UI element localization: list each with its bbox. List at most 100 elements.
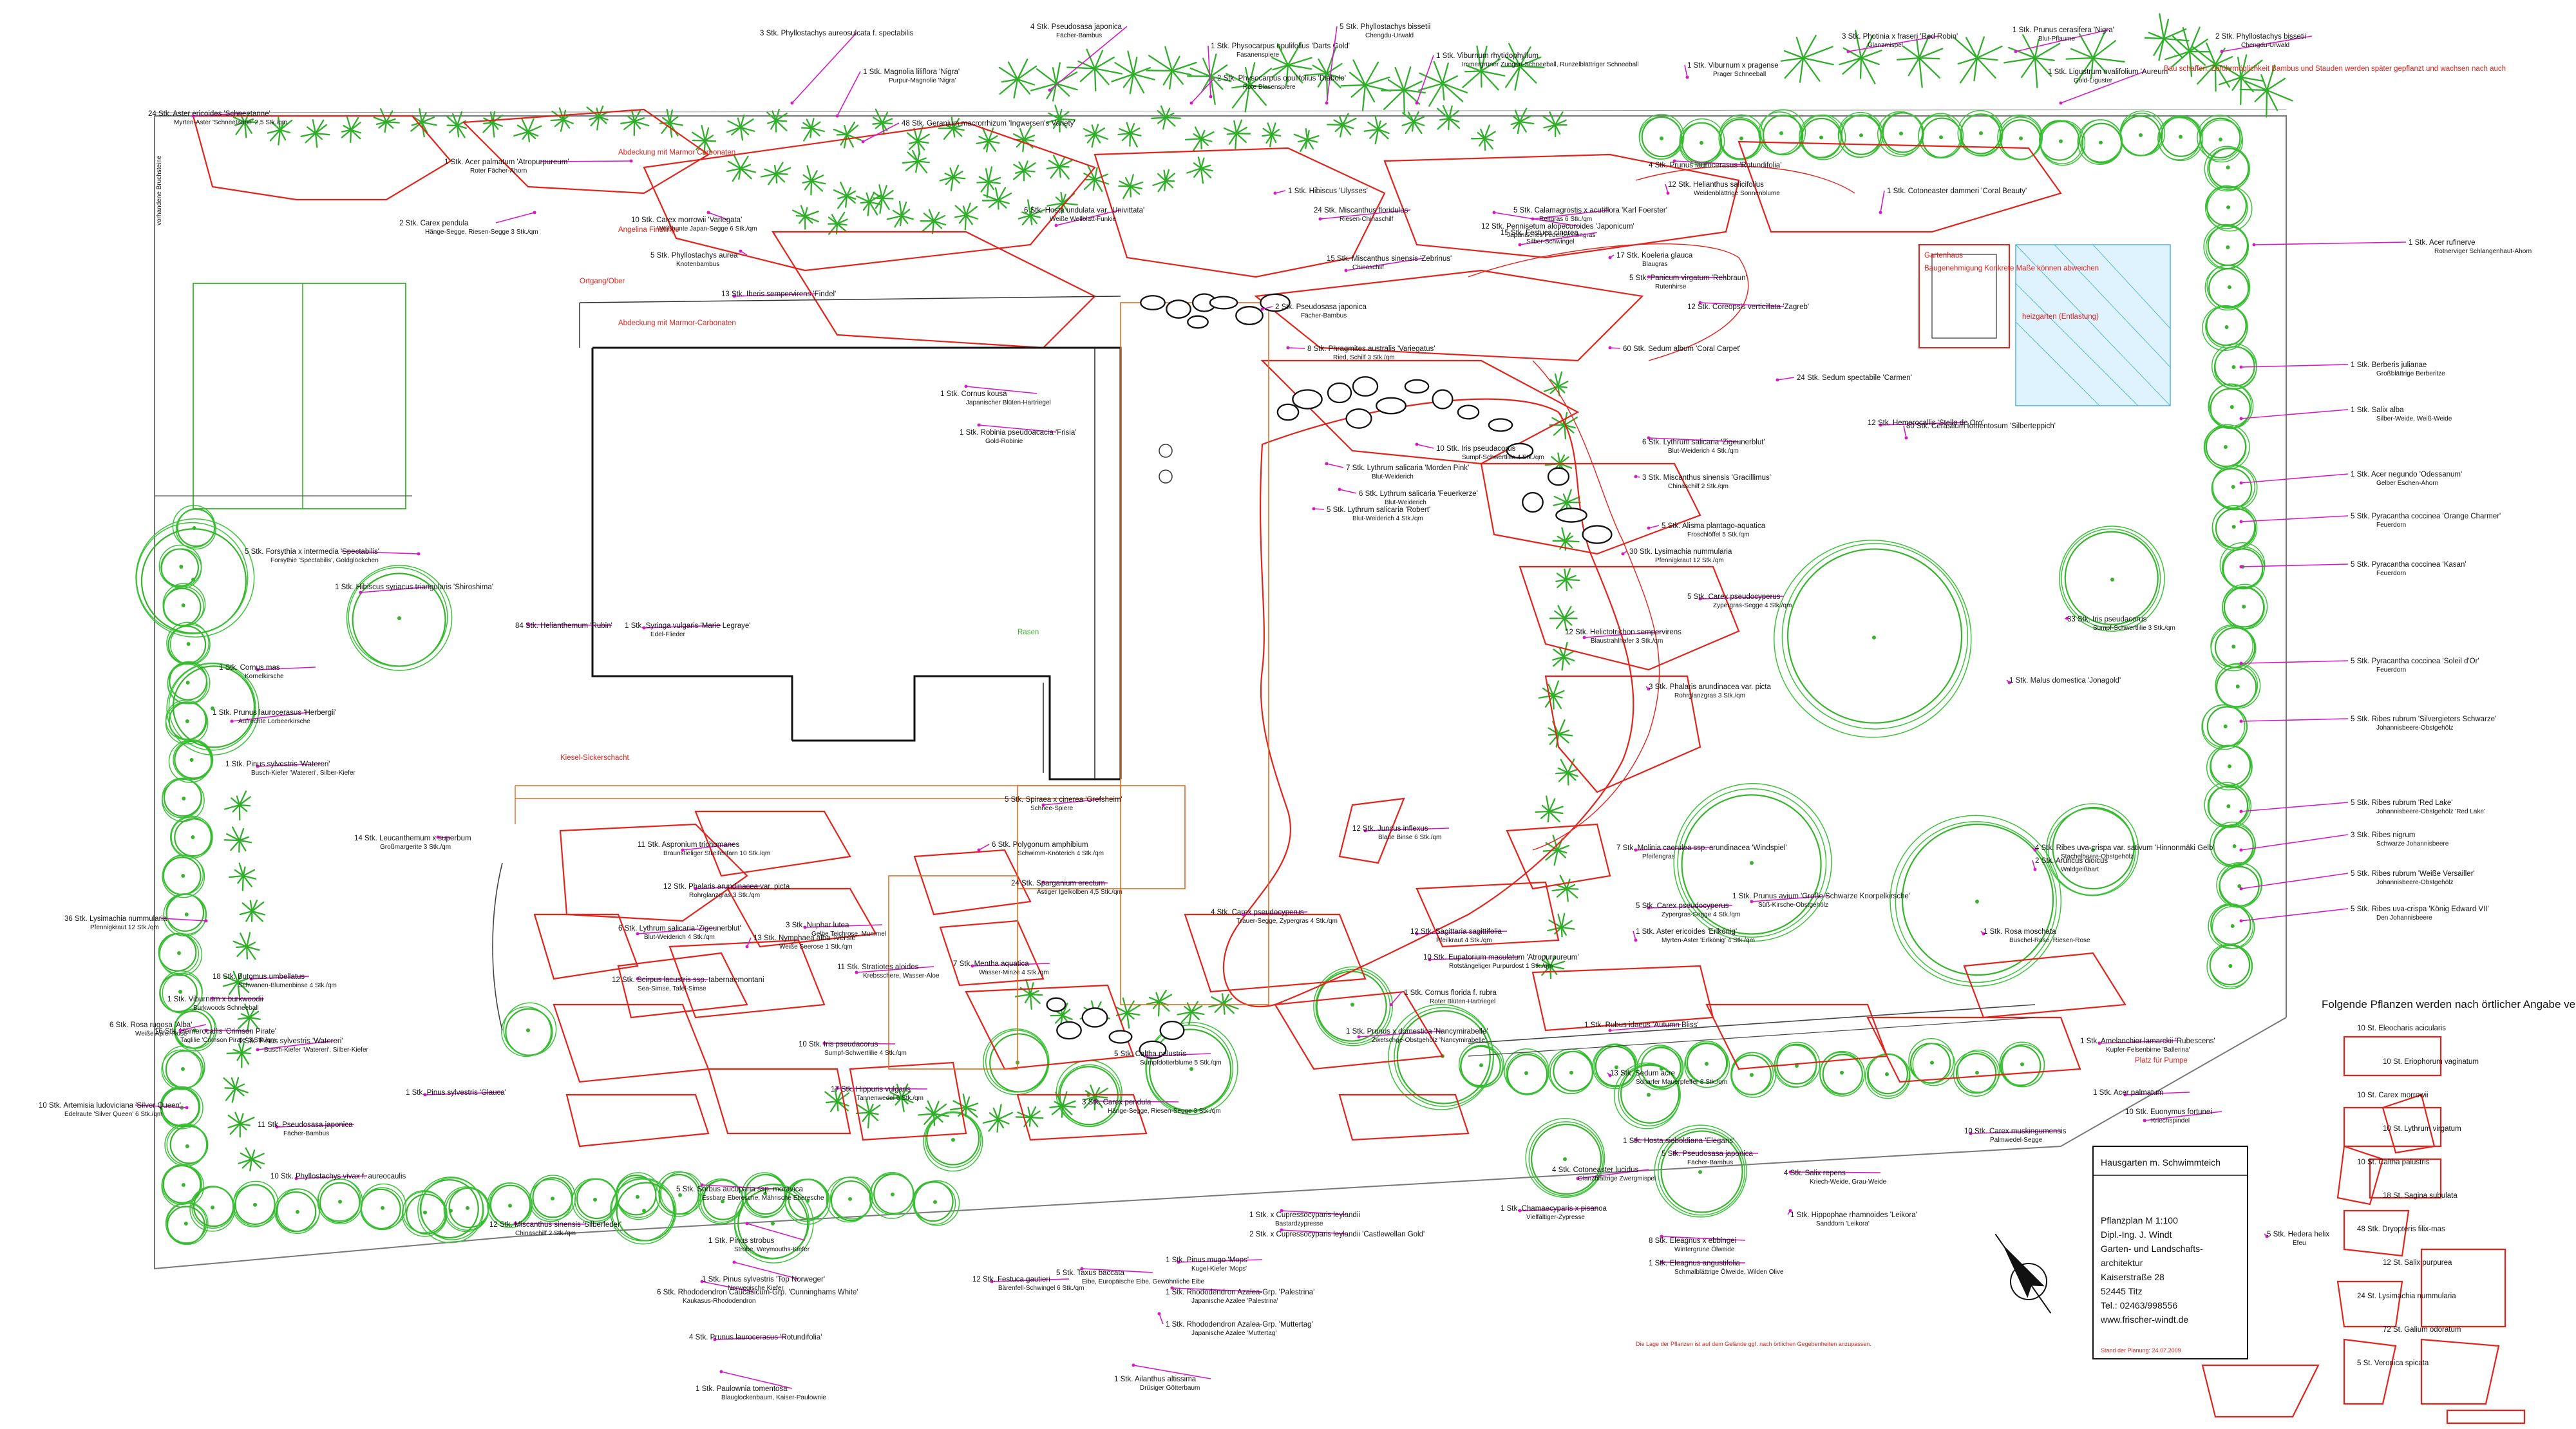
plant-label: 4 Stk. Cotoneaster lucidusGlanzblättrige… [1552, 1166, 1656, 1182]
tree-icon [158, 932, 203, 976]
tree-icon [826, 1176, 873, 1223]
plant-label: 5 Stk. Pyracantha coccinea 'Orange Charm… [2239, 513, 2501, 529]
plant-label-name: 1 Stk. Acer palmatum 'Atropurpureum' [444, 158, 569, 166]
grass-icon [1381, 66, 1426, 114]
plant-label: 1 Stk. Hibiscus 'Ulysses' [1273, 187, 1368, 195]
plant-label-name: 12 Stk. Hemerocallis 'Stella de Oro' [1868, 419, 1984, 427]
plant-label-name: 1 Stk. Prunus avium 'Große Schwarze Knor… [1732, 893, 1910, 900]
grass-icon [998, 58, 1037, 99]
plant-label: 14 Stk. Leucanthemum x superbumGroßmarge… [354, 835, 471, 851]
plant-label-name: 15 Stk. Festuca cinerea [1501, 229, 1578, 237]
grass-icon [1544, 452, 1573, 477]
plant-label-sub: Gold-Liguster [2074, 77, 2113, 84]
grass-icon [226, 1041, 252, 1068]
plant-label-sub: Schnee-Spiere [1030, 805, 1074, 812]
plant-label-sub: Fächer-Bambus [1056, 32, 1102, 39]
tree-icon [2119, 110, 2166, 156]
plant-label: 1 Stk. Amelanchier lamarckii 'Rubescens'… [2080, 1037, 2215, 1054]
plant-label-name: 80 Stk. Cerastium tomentosum 'Silbertepp… [1906, 422, 2056, 430]
grass-icon [791, 205, 820, 230]
plant-label-name: 1 Stk. Chamaecyparis x pisanoa [1501, 1205, 1607, 1213]
plant-label-sub: Rohrglanzgras 3 Stk./qm [1674, 692, 1745, 699]
plant-label-sub: Krebsschere, Wasser-Aloe [863, 972, 940, 979]
grass-icon [1549, 605, 1578, 632]
plant-label-name: 1 Stk. Rosa moschata [1984, 928, 2056, 936]
grass-icon [2164, 26, 2211, 77]
tree-icon [1548, 1048, 1594, 1095]
plant-label-sub: Rotstängeliger Purpurdost 1 Stk./qm [1449, 963, 1553, 970]
tree-icon [2208, 903, 2255, 949]
grass-icon [1363, 115, 1390, 145]
plant-label: 5 Stk. Pyracantha coccinea 'Kasan'Feuerd… [2239, 561, 2467, 577]
grass-icon [873, 184, 894, 214]
plant-labels: 3 Stk. Phyllostachys aureosulcata f. spe… [39, 23, 2532, 1401]
tree-icon [189, 1186, 236, 1232]
plant-label-name: 24 Stk. Aster ericoides 'Schneetanne' [148, 110, 270, 118]
plant-label-sub: Roter Fächer-Ahorn [470, 167, 527, 175]
plant-label-sub: Pfennigkraut 12 Stk./qm [1655, 557, 1724, 564]
plant-label-sub: Schmalblättrige Ölweide, Wilden Olive [1674, 1268, 1784, 1276]
plant-label-sub: Blaustrahlhafer 3 Stk./qm [1591, 638, 1663, 645]
plant-label: 12 Stk. Sagittaria sagittifoliaPfeilkrau… [1410, 928, 1508, 944]
grass-icon [232, 932, 260, 960]
note-bauschaffen: Bau schaffen, Zuführmöglichkeit Bambus u… [2164, 65, 2506, 73]
plant-label: 1 Stk. Rhododendron Azalea-Grp. 'Palestr… [1166, 1286, 1314, 1305]
grass-icon [1151, 105, 1181, 130]
plant-label: 5 Stk. Ribes rubrum 'Red Lake'Johannisbe… [2239, 799, 2485, 815]
plant-label-sub: Sanddorn 'Leikora' [1816, 1220, 1870, 1227]
grass-icon [1046, 104, 1076, 133]
plant-label-name: 1 Stk. Hibiscus syriacus triangularis 'S… [335, 583, 493, 591]
plant-label: 3 Stk. Photinia x fraseri 'Red Robin'Gla… [1842, 33, 1958, 53]
plant-label-sub: Essbare Eberesche, Mährische Eberesche [702, 1195, 824, 1202]
plant-label-name: 1 Stk. Amelanchier lamarckii 'Rubescens' [2080, 1037, 2215, 1045]
plant-label: 1 Stk. Pinus sylvestris 'Top Norweger'No… [702, 1260, 825, 1292]
tree-icon [983, 1028, 1050, 1095]
plant-label-sub: Rutenhirse [1655, 283, 1687, 290]
tree-icon [164, 1123, 209, 1167]
plant-label: 10 Stk. Eupatorium maculatum 'Atropurpur… [1423, 954, 1579, 970]
plant-label-name: 10 Stk. Carex muskingumensis [1964, 1128, 2067, 1135]
plant-label-sub: Palmwedel-Segge [1990, 1137, 2043, 1144]
grass-icon [1018, 199, 1046, 226]
title-office2: architektur [2101, 1258, 2143, 1268]
grass-icon [659, 108, 684, 138]
grass-icon [802, 165, 826, 196]
plant-label-name: 1 Stk. Prunus cerasifera 'Nigra' [2012, 26, 2114, 34]
plant-label-sub: Drüsiger Götterbaum [1140, 1385, 1200, 1392]
tree-icon [2222, 583, 2268, 630]
stepping-stones [1046, 293, 1613, 1059]
grass-icon [586, 105, 609, 131]
plant-label-sub: Rohrglanzgras 3 Stk./qm [689, 892, 760, 899]
grass-icon [1535, 795, 1564, 823]
plant-label: 5 Stk. Sorbus aucuparia ssp. moravicaEss… [676, 1183, 824, 1202]
tree-icon [1953, 1049, 2000, 1097]
side-plant-list: Folgende Pflanzen werden nach örtlicher … [2322, 998, 2576, 1367]
tree-icon [162, 854, 205, 898]
grass-icon [902, 149, 930, 174]
tree-icon [2210, 821, 2256, 867]
plant-label: 12 Stk. Phalaris arundinacea var. pictaR… [663, 883, 790, 899]
grass-icon [1551, 875, 1579, 902]
grass-icon [954, 202, 978, 231]
plant-label-sub: Großmargerite 3 Stk./qm [380, 844, 451, 851]
plant-label-sub: Blut-Weiderich [1385, 499, 1426, 506]
plant-label: 1 Stk. Cotoneaster dammeri 'Coral Beauty… [1879, 187, 2027, 214]
plant-label-name: 3 Stk. Photinia x fraseri 'Red Robin' [1842, 33, 1958, 41]
plant-label: 84 Stk. Helianthemum 'Rubin' [515, 622, 612, 630]
plant-label-name: 3 Stk. Phalaris arundinacea var. picta [1649, 683, 1771, 691]
plant-label-sub: Weiße Wellblatt-Funkie [1050, 216, 1116, 223]
plant-label-sub: Bärenfell-Schwingel 6 Stk./qm [998, 1285, 1084, 1292]
tree-icon [161, 1045, 205, 1090]
plant-label-name: 12 Stk. Scirpus lacustris ssp. tabernaem… [612, 976, 764, 984]
plant-label-name: 60 Stk. Sedum album 'Coral Carpet' [1623, 345, 1741, 353]
grass-icon [1543, 371, 1569, 397]
grass-icon [1293, 128, 1320, 153]
plant-label-name: 8 Stk. Phragmites australis 'Variegatus' [1307, 345, 1435, 353]
plant-label: 60 Stk. Sedum album 'Coral Carpet' [1608, 345, 1741, 353]
grass-icon [1552, 527, 1580, 551]
plant-label-name: 4 Stk. Cotoneaster lucidus [1552, 1166, 1638, 1174]
